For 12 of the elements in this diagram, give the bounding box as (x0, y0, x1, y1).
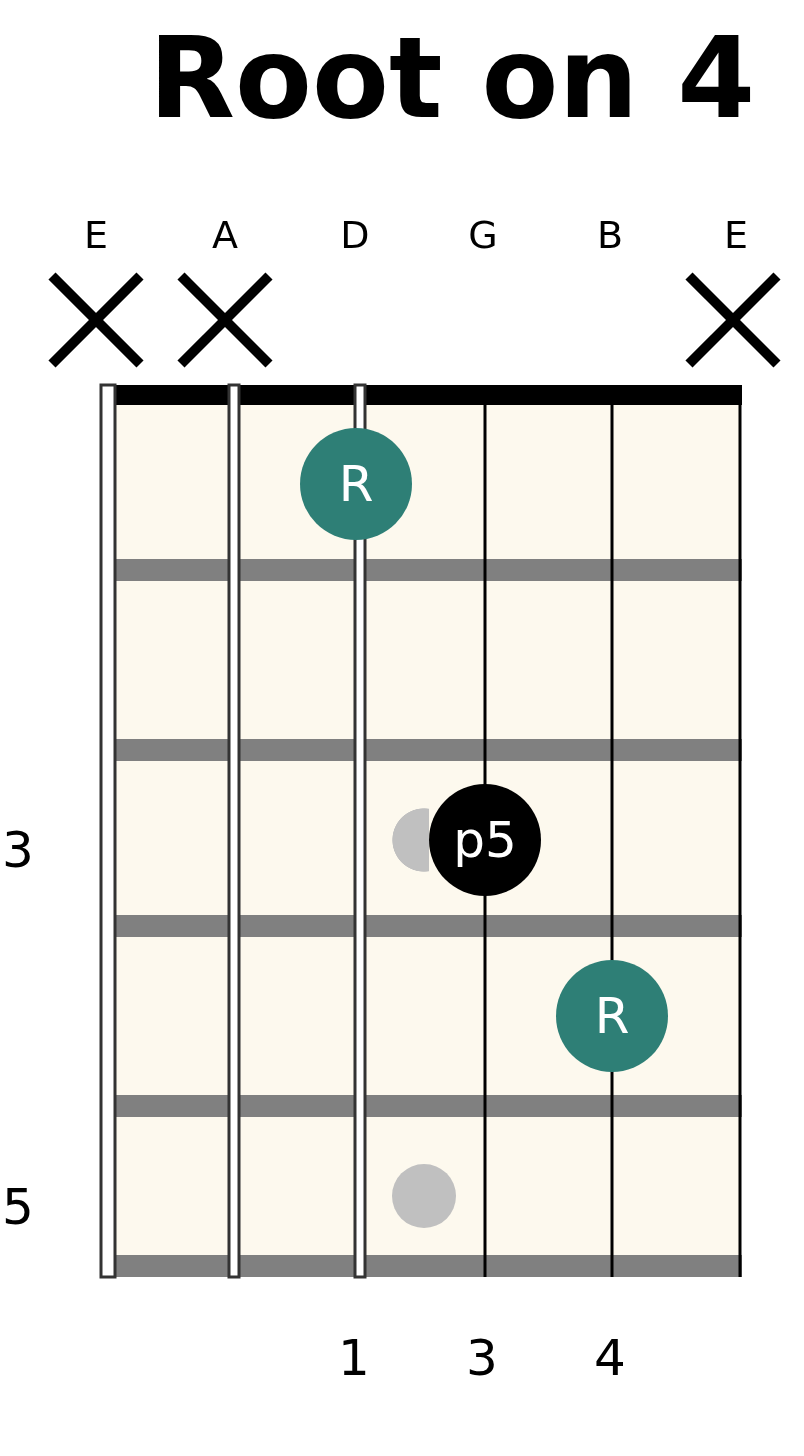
chart-title: Root on 4 (148, 22, 756, 134)
string-name: D (340, 216, 370, 254)
string-name: E (84, 216, 108, 254)
fret-number: 5 (2, 1182, 34, 1232)
string-name: B (596, 216, 624, 254)
string-name: A (212, 216, 238, 254)
fret-number: 3 (2, 825, 34, 875)
finger-number: 3 (466, 1333, 498, 1383)
finger-number: 4 (594, 1333, 626, 1383)
string-name: G (468, 216, 498, 254)
string-name: E (724, 216, 748, 254)
finger-number: 1 (338, 1333, 370, 1383)
